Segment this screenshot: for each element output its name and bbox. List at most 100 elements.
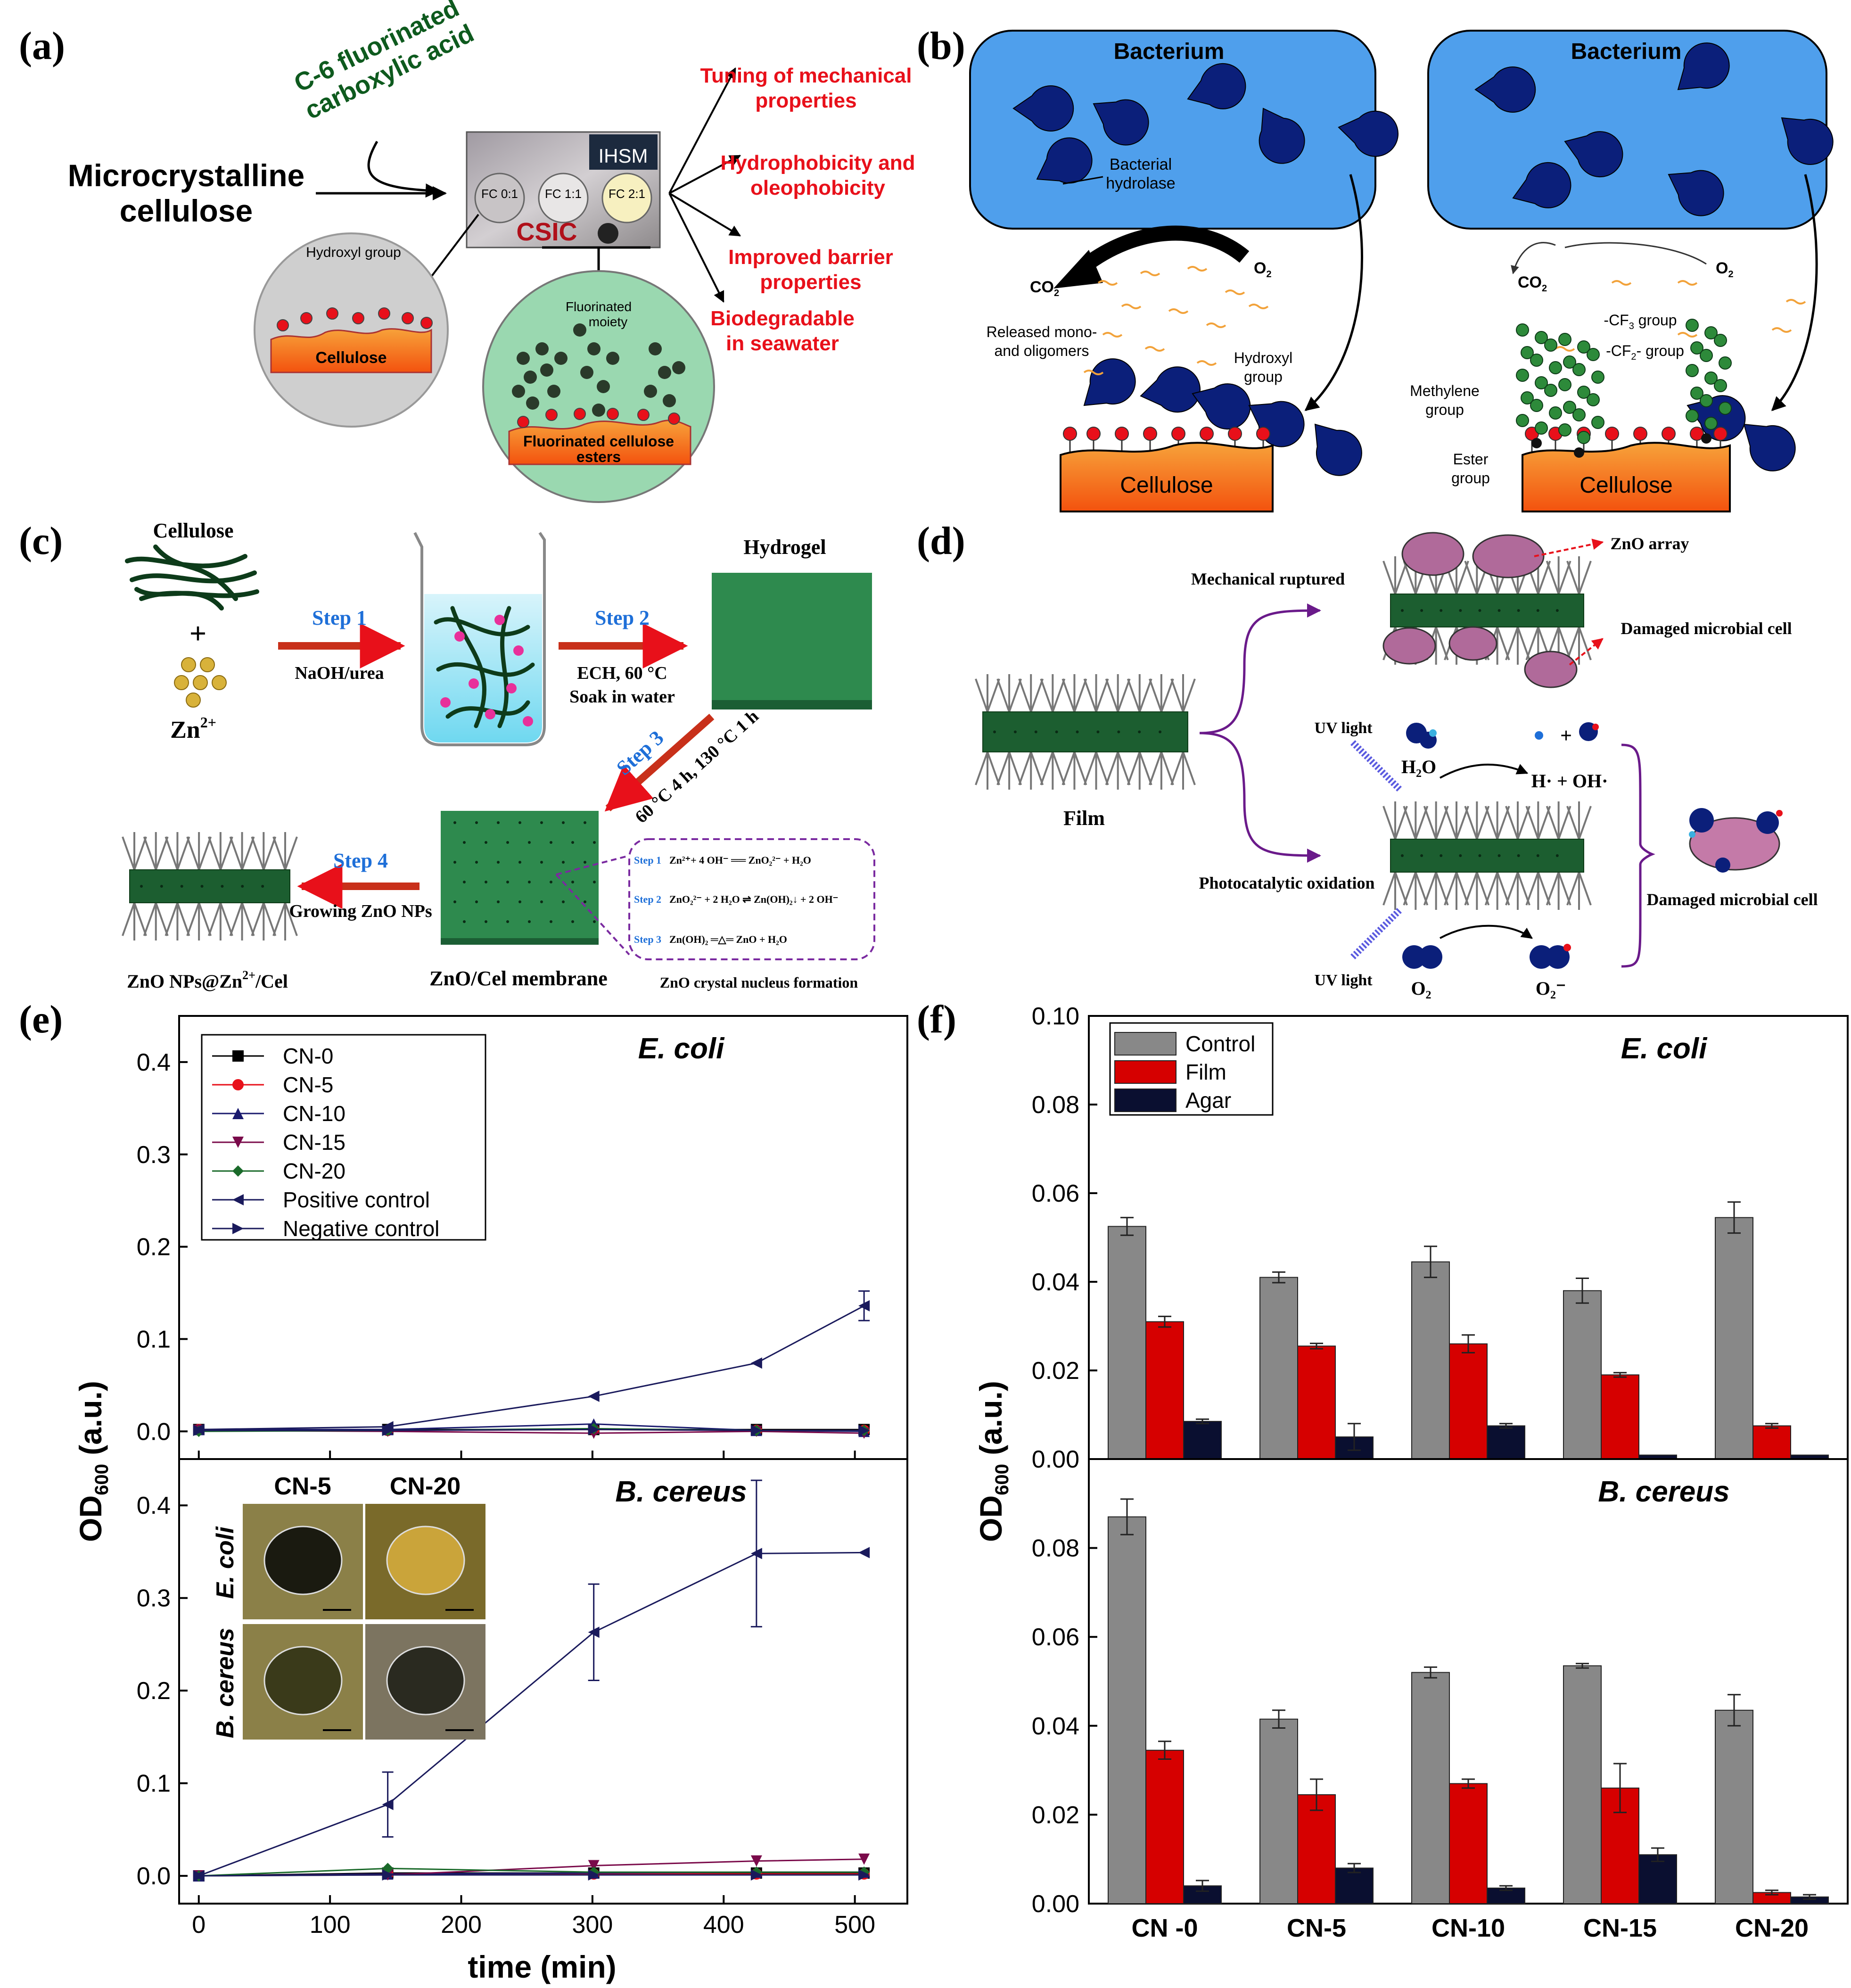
membrane-dot: [485, 881, 487, 883]
y-axis-label: OD600 (a.u.): [73, 1381, 112, 1542]
zno-rod: [1423, 806, 1437, 840]
ester-line1: Ester: [1453, 451, 1489, 468]
zno-rod: [1566, 806, 1580, 840]
bar: [1487, 1425, 1525, 1460]
membrane-dot: [518, 821, 521, 824]
zno-rod: [219, 836, 233, 870]
hydrolase-icon: [1677, 42, 1730, 91]
membrane-dot: [550, 841, 552, 844]
panel-d: (d) Film Mechanical ruptured Photocataly…: [917, 519, 1818, 999]
marker-tri-right: [858, 1869, 870, 1881]
fluorinated-ester-circle: Fluorinated moiety Fluorinated cellulose…: [482, 270, 715, 503]
outcome-3-line2: properties: [760, 271, 861, 294]
zno-rod: [1018, 751, 1032, 785]
fluorine-atom: [1558, 333, 1571, 346]
zno-rod: [1008, 678, 1022, 712]
zno-rod: [122, 836, 135, 870]
zno-rod: [1030, 751, 1044, 785]
panel-d-label: (d): [917, 519, 965, 563]
film-dot: [1478, 609, 1481, 612]
oligomer-squiggle: [1206, 322, 1226, 328]
film-dot: [1536, 609, 1539, 612]
membrane-dot: [571, 920, 574, 923]
hydrolase-icon: [1781, 117, 1834, 165]
fluorinated-moiety-line1: Fluorinated: [566, 299, 632, 314]
zno-rod: [1061, 751, 1076, 785]
fluorine-atom: [1714, 379, 1727, 392]
hydroxyl-bead: [1143, 427, 1157, 441]
zno-rod: [176, 902, 190, 936]
oligomer-squiggle: [1677, 280, 1698, 286]
zno-rod: [1138, 678, 1152, 712]
nucleus-label: ZnO crystal nucleus formation: [660, 974, 858, 991]
y-tick-label: 0.3: [137, 1585, 171, 1612]
photo-tag-3: FC 2:1: [609, 187, 645, 201]
film-layer: [129, 869, 290, 903]
zno-rod: [1052, 678, 1066, 712]
y-tick-label: 0.06: [1032, 1624, 1079, 1651]
uv-light-1: UV light: [1314, 719, 1373, 737]
zn-label: Zn2+: [170, 714, 216, 743]
zno-rod: [143, 902, 157, 936]
bar: [1183, 1421, 1222, 1460]
oligomer-squiggle: [1102, 332, 1123, 338]
bacterium-right-label: Bacterium: [1571, 39, 1682, 64]
y-tick-label: 0.0: [137, 1863, 171, 1890]
fluorine-atom: [1591, 416, 1604, 429]
zno-rod: [1030, 678, 1044, 712]
step4-label: Step 4: [333, 849, 388, 872]
oligomer-squiggle: [1083, 370, 1104, 375]
zno-rod: [987, 678, 1000, 712]
fluorine-atom: [1535, 331, 1548, 344]
film-layer: [1390, 839, 1584, 873]
fluorine-atom: [1544, 338, 1557, 352]
bar: [1449, 1343, 1488, 1460]
film-dot: [1138, 730, 1141, 734]
membrane-label: ZnO/Cel membrane: [429, 967, 608, 990]
legend-swatch: [1114, 1089, 1176, 1112]
zno-array-label: ZnO array: [1611, 534, 1689, 553]
bar: [1449, 1783, 1488, 1904]
oligomer-squiggle: [1121, 304, 1142, 309]
membrane-dot: [518, 900, 521, 903]
fluorine-atom: [1700, 349, 1713, 362]
membrane-dot: [518, 861, 521, 864]
released-line2: and oligomers: [995, 342, 1089, 359]
zno-rod: [1083, 678, 1097, 712]
marker-tri-left: [750, 1548, 762, 1559]
hydroxyl-bead: [1633, 427, 1647, 441]
o2-minus-label: O₂⁻: [1536, 978, 1566, 999]
y-tick-label: 0.00: [1032, 1890, 1079, 1918]
fluorine-atom: [1577, 340, 1590, 354]
o2-right: O2: [1716, 259, 1734, 280]
marker-tri-up: [232, 1108, 244, 1119]
hydrolase-icon: [1140, 366, 1201, 413]
zno-rod: [996, 678, 1010, 712]
damaged-cell-label-1: Damaged microbial cell: [1621, 619, 1792, 638]
ester-label-line1: Fluorinated cellulose: [523, 433, 674, 450]
membrane-dot: [584, 821, 586, 824]
chart-f: 0.000.020.040.060.080.10E. coliControlFi…: [973, 1003, 1849, 1942]
bar: [1108, 1516, 1146, 1905]
bar: [1715, 1709, 1753, 1904]
marker-tri-left: [858, 1300, 870, 1312]
cellulose-label-a1: Cellulose: [315, 349, 387, 367]
zno-rod: [1505, 806, 1519, 840]
fluorine-atom: [1577, 386, 1590, 399]
membrane-dot: [571, 881, 574, 883]
damaged-cell-bottom: [1689, 808, 1783, 873]
oligomer-squiggle: [1225, 289, 1245, 295]
zno-rod: [1423, 872, 1437, 906]
zno-rod: [1525, 627, 1539, 660]
membrane-dot: [562, 861, 565, 864]
film-dot: [1013, 730, 1017, 734]
y-tick-label: 0.08: [1032, 1091, 1079, 1119]
film-dot: [1555, 609, 1559, 612]
y-tick-label: 0.08: [1032, 1535, 1079, 1562]
membrane-dot: [497, 861, 500, 864]
hydroxyl-line2: group: [1244, 368, 1283, 385]
bar: [1411, 1672, 1450, 1904]
x-tick-label: CN-15: [1583, 1914, 1657, 1942]
zno-rod: [155, 836, 169, 870]
marker-tri-right: [382, 1869, 394, 1881]
